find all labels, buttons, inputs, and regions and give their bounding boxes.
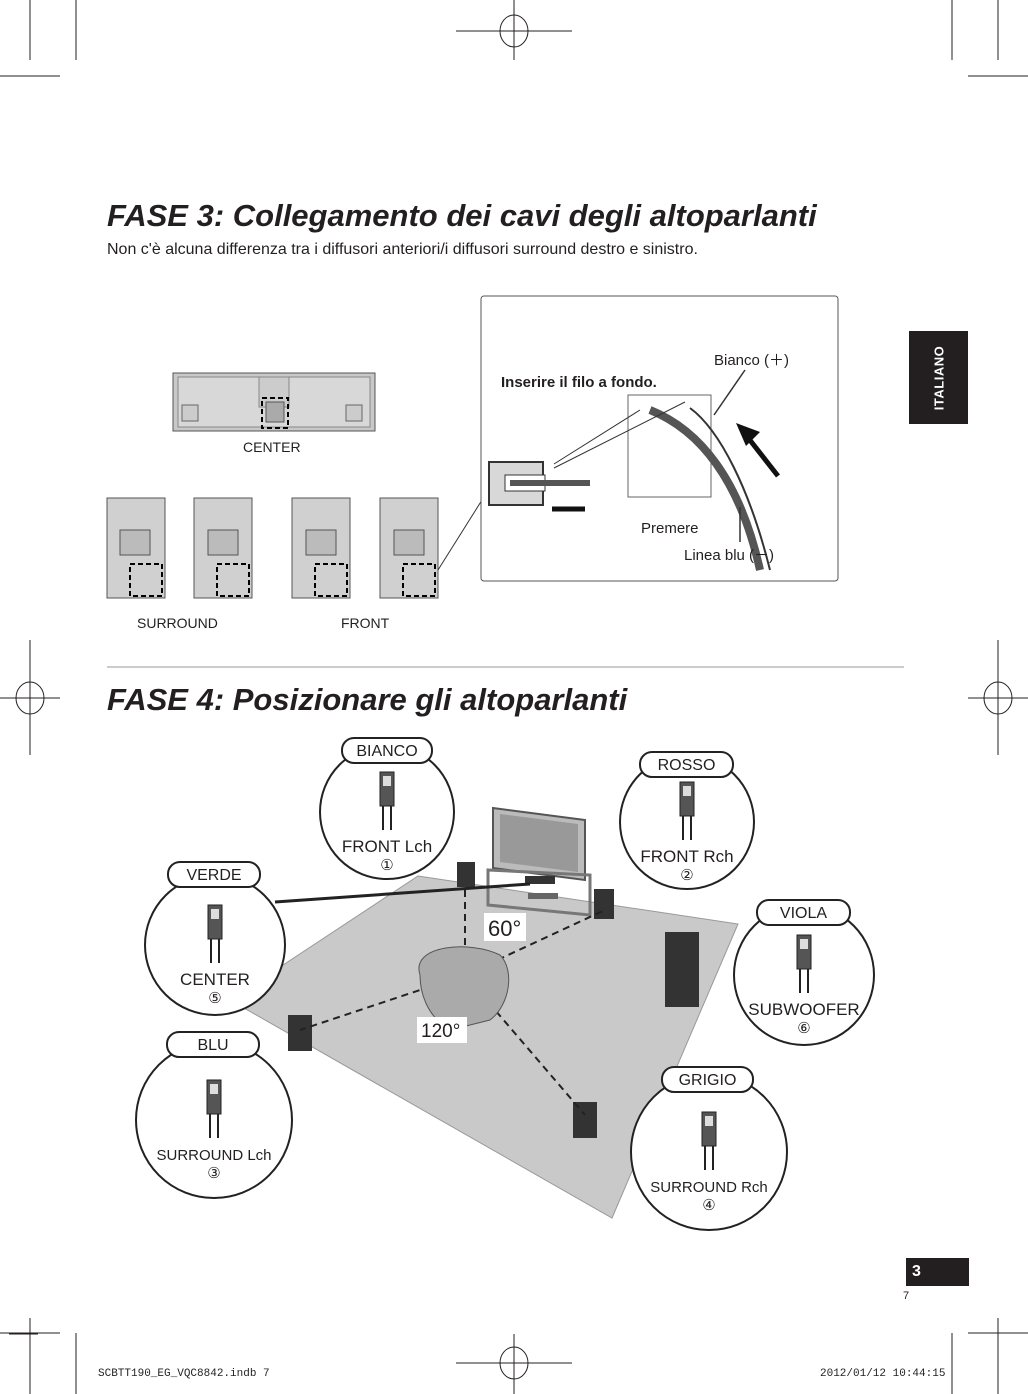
color-pill (167, 861, 261, 888)
color-pill (166, 1031, 260, 1058)
speaker-name-label: FRONT Rch (640, 847, 733, 866)
white-wire-label: Bianco (＋) (714, 352, 789, 369)
wire-color-label: VIOLA (780, 905, 827, 922)
angle-front-label: 60° (488, 916, 521, 941)
speaker-name-label: SURROUND Lch (156, 1147, 271, 1164)
section-divider (107, 666, 904, 668)
wire-color-label: BLU (197, 1037, 228, 1054)
speaker-boxes (288, 862, 699, 1138)
color-pill (756, 899, 851, 926)
front-label: FRONT (341, 615, 390, 631)
speaker-callout: ROSSO FRONT Rch ② (619, 751, 755, 890)
sofa (418, 946, 510, 1031)
speaker-number: ② (680, 867, 693, 884)
speaker-number: ④ (702, 1197, 715, 1214)
speaker-number: ⑤ (208, 990, 221, 1007)
center-label: CENTER (243, 439, 301, 455)
color-pill (639, 751, 734, 778)
language-tab: ITALIANO (909, 331, 968, 424)
center-connector-line (274, 882, 531, 904)
color-pill (341, 737, 433, 764)
speaker-number: ③ (207, 1165, 220, 1182)
speaker-name-label: CENTER (180, 970, 250, 989)
blue-wire-label: Linea blu (－) (684, 547, 774, 564)
wire-color-label: VERDE (186, 867, 241, 884)
tv (486, 806, 592, 917)
surround-label: SURROUND (137, 615, 218, 631)
angle-surround-label: 120° (421, 1021, 460, 1042)
speaker-name-label: FRONT Lch (342, 837, 432, 856)
step3-title: FASE 3: Collegamento dei cavi degli alto… (107, 198, 817, 233)
terminal-detail-box (480, 295, 839, 582)
footer-timestamp: 2012/01/12 10:44:15 (820, 1368, 946, 1380)
page-number: 7 (903, 1290, 910, 1302)
footer-file: SCBTT190_EG_VQC8842.indb 7 (98, 1368, 270, 1380)
press-label: Premere (641, 520, 699, 537)
speaker-callout: GRIGIO SURROUND Rch ④ (630, 1066, 788, 1231)
speaker-callout: VIOLA SUBWOOFER ⑥ (733, 899, 875, 1046)
satellite-speakers (106, 497, 483, 599)
wire-color-label: ROSSO (658, 757, 716, 774)
speaker-terminal-diagram: CENTER SURROUND FRONT Inserire il filo a… (106, 295, 839, 631)
plug-icon (796, 934, 812, 993)
section-number-box: 3 (906, 1258, 969, 1286)
center-speaker (172, 372, 376, 432)
speaker-number: ① (380, 857, 393, 874)
instruction-text: Inserire il filo a fondo. (501, 374, 657, 391)
speaker-number: ⑥ (797, 1020, 810, 1037)
step4-title: FASE 4: Posizionare gli altoparlanti (107, 682, 628, 717)
plug-icon (379, 771, 395, 830)
plug-icon (679, 781, 695, 840)
plug-icon (207, 904, 223, 963)
speaker-name-label: SURROUND Rch (650, 1179, 768, 1196)
wire-color-label: GRIGIO (679, 1072, 737, 1089)
speaker-callout: BIANCO FRONT Lch ① (319, 737, 455, 880)
plug-icon (701, 1111, 717, 1170)
wire-color-label: BIANCO (356, 743, 417, 760)
speaker-name-label: SUBWOOFER (748, 1000, 859, 1019)
speaker-callout: VERDE CENTER ⑤ (144, 861, 286, 1016)
speaker-callout: BLU SURROUND Lch ③ (135, 1031, 293, 1199)
section-number: 3 (912, 1263, 921, 1280)
step3-subtitle: Non c'è alcuna differenza tra i diffusor… (107, 241, 698, 258)
color-pill (661, 1066, 754, 1093)
plug-icon (206, 1079, 222, 1138)
room-rug (229, 875, 739, 1219)
